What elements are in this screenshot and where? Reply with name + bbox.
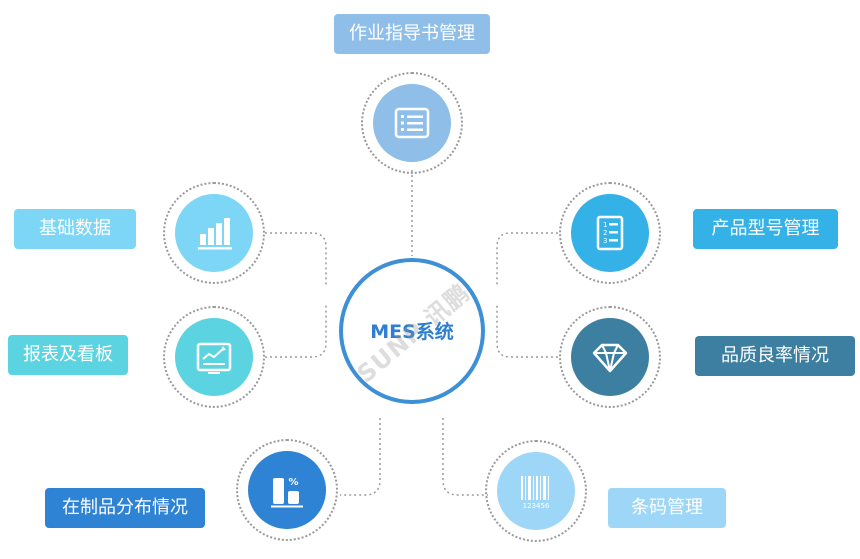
node-product-model: 1 2 3 xyxy=(559,182,661,284)
node-barcode: 123456 xyxy=(485,440,587,542)
node-disc: 1 2 3 xyxy=(571,194,649,272)
node-label-quality-yield: 品质良率情况 xyxy=(695,336,855,376)
document-list-icon xyxy=(394,107,430,139)
node-label-work-instruction: 作业指导书管理 xyxy=(334,14,490,54)
node-label-reports-dashboard: 报表及看板 xyxy=(8,335,128,375)
node-label-barcode: 条码管理 xyxy=(608,488,726,528)
node-label-basic-data: 基础数据 xyxy=(14,209,136,249)
percent-chart-icon: % xyxy=(271,477,303,508)
node-disc xyxy=(373,84,451,162)
connector-bottom-right xyxy=(442,418,488,496)
numbered-list-icon: 1 2 3 xyxy=(596,215,624,251)
node-reports-dashboard xyxy=(163,306,265,408)
connector-left-upper xyxy=(265,232,327,285)
node-label-product-model: 产品型号管理 xyxy=(693,209,838,249)
node-disc: 123456 xyxy=(497,452,575,530)
svg-text:3: 3 xyxy=(603,237,607,245)
node-disc: % xyxy=(248,451,326,529)
node-disc xyxy=(175,318,253,396)
node-label-wip-distribution: 在制品分布情况 xyxy=(45,488,205,528)
svg-text:1: 1 xyxy=(603,221,607,229)
node-quality-yield xyxy=(559,306,661,408)
node-basic-data xyxy=(163,182,265,284)
bar-chart-icon xyxy=(198,218,232,250)
svg-text:2: 2 xyxy=(603,229,607,237)
connector-left-lower xyxy=(265,305,327,358)
diamond-icon xyxy=(592,343,628,373)
center-title: MES系统 xyxy=(370,321,454,343)
node-wip-distribution: % xyxy=(236,439,338,541)
connector-right-upper xyxy=(496,232,558,285)
connector-right-lower xyxy=(496,305,558,358)
svg-text:%: % xyxy=(288,477,298,488)
barcode-icon: 123456 xyxy=(521,476,550,510)
node-disc xyxy=(175,194,253,272)
center-hub: MES系统 xyxy=(339,258,485,404)
node-disc xyxy=(571,318,649,396)
connector-bottom-left xyxy=(340,418,381,496)
barcode-digits: 123456 xyxy=(523,502,550,510)
dashboard-chart-icon xyxy=(196,342,232,374)
node-work-instruction xyxy=(361,72,463,174)
